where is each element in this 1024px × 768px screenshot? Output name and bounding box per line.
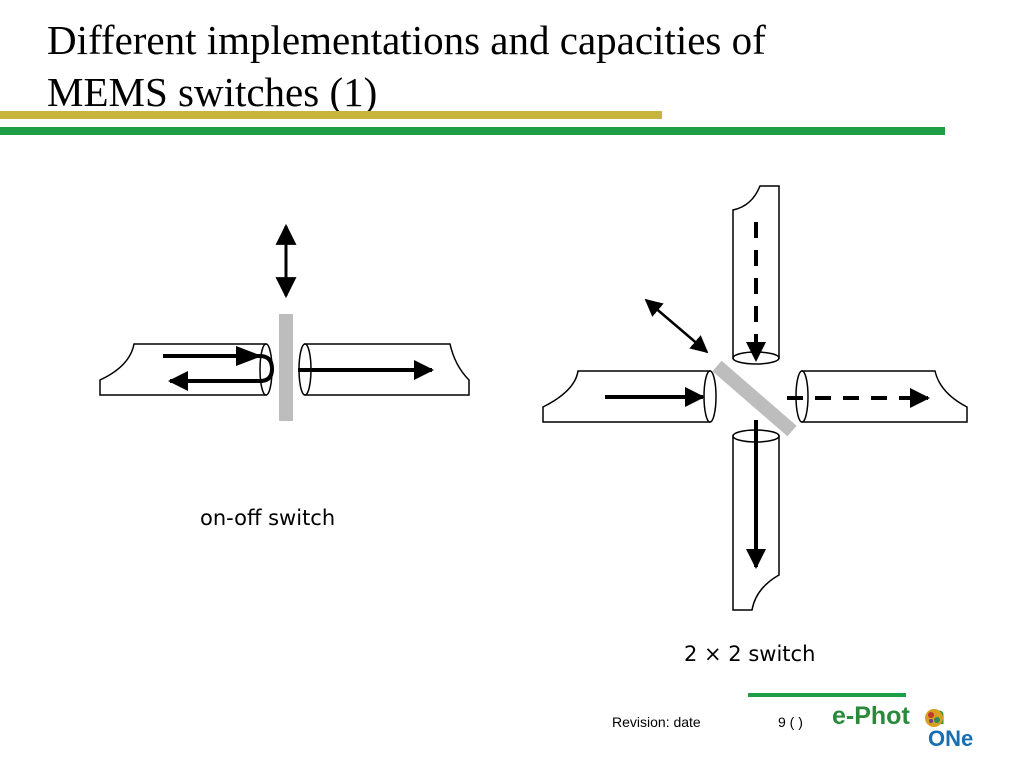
e-photon-one-logo: e-Photn ONe [832,702,984,754]
slide-title: Different implementations and capacities… [47,14,947,118]
logo-text-bottom: ONe [928,726,974,751]
left-fiber-2x2-end [703,370,717,423]
top-fiber [732,185,780,359]
globe-icon [925,709,943,727]
title-line-1: Different implementations and capacities… [47,17,766,63]
on-off-switch [99,223,470,421]
on-off-switch-caption: on-off switch [200,506,336,530]
two-by-two-switch-caption: 2 × 2 switch [684,642,816,666]
two-by-two-switch [542,185,968,611]
title-underline-olive [0,111,662,119]
mirror-2x2 [712,360,797,437]
mirror-motion-arrow-2x2 [644,298,709,354]
top-fiber-end [732,351,780,365]
incoming-arrow-head [236,346,262,366]
mirror-on-off [279,314,293,421]
footer-page-number: 9 ( ) [778,714,803,730]
footer-divider [748,693,906,697]
title-line-2: MEMS switches (1) [47,69,378,115]
footer-revision: Revision: date [612,714,701,730]
title-underline-green [0,127,945,135]
reflected-beam [163,354,275,391]
